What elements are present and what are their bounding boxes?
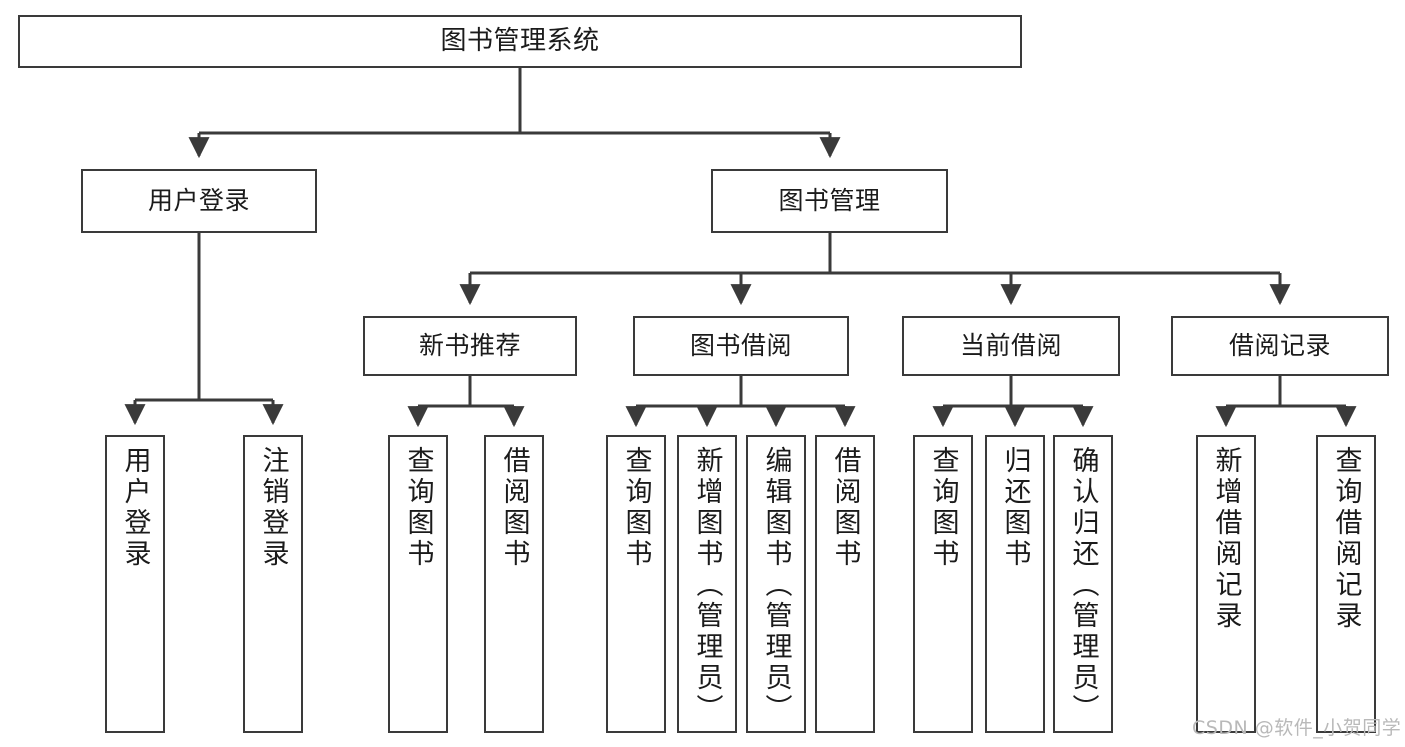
node-new-book-recommend[interactable]: 新书推荐 [363, 316, 577, 376]
leaf-query-book-1[interactable]: 查询图书 [388, 435, 448, 733]
node-borrow-record[interactable]: 借阅记录 [1171, 316, 1389, 376]
leaf-add-record-label: 新增借阅记录 [1210, 446, 1242, 632]
leaf-query-record[interactable]: 查询借阅记录 [1316, 435, 1376, 733]
leaf-add-book[interactable]: 新增图书（管理员） [677, 435, 737, 733]
leaf-add-record[interactable]: 新增借阅记录 [1196, 435, 1256, 733]
leaf-borrow-book-2-label: 借阅图书 [829, 446, 861, 570]
node-book-borrow-label: 图书借阅 [689, 331, 792, 360]
leaf-return-book[interactable]: 归还图书 [985, 435, 1045, 733]
node-new-book-recommend-label: 新书推荐 [418, 331, 521, 360]
leaf-borrow-book-1-label: 借阅图书 [498, 446, 530, 570]
leaf-query-book-1-label: 查询图书 [402, 446, 434, 570]
node-user-login[interactable]: 用户登录 [81, 169, 317, 233]
leaf-edit-book[interactable]: 编辑图书（管理员） [746, 435, 806, 733]
leaf-confirm-return-label: 确认归还（管理员） [1067, 446, 1099, 725]
leaf-return-book-label: 归还图书 [999, 446, 1031, 570]
leaf-query-book-3-label: 查询图书 [927, 446, 959, 570]
csdn-watermark: CSDN @软件_小贺同学 [1192, 717, 1402, 739]
leaf-user-login[interactable]: 用户登录 [105, 435, 165, 733]
leaf-query-book-2[interactable]: 查询图书 [606, 435, 666, 733]
node-user-login-label: 用户登录 [147, 186, 250, 215]
node-borrow-record-label: 借阅记录 [1228, 331, 1331, 360]
node-current-borrow[interactable]: 当前借阅 [902, 316, 1120, 376]
leaf-query-record-label: 查询借阅记录 [1330, 446, 1362, 632]
leaf-add-book-label: 新增图书（管理员） [691, 446, 723, 725]
leaf-query-book-2-label: 查询图书 [620, 446, 652, 570]
leaf-confirm-return[interactable]: 确认归还（管理员） [1053, 435, 1113, 733]
leaf-user-login-label: 用户登录 [119, 446, 151, 570]
node-current-borrow-label: 当前借阅 [959, 331, 1062, 360]
node-book-manage-label: 图书管理 [778, 186, 881, 215]
node-root-label: 图书管理系统 [440, 25, 600, 56]
node-book-borrow[interactable]: 图书借阅 [633, 316, 849, 376]
node-root[interactable]: 图书管理系统 [18, 15, 1022, 68]
leaf-edit-book-label: 编辑图书（管理员） [760, 446, 792, 725]
leaf-borrow-book-2[interactable]: 借阅图书 [815, 435, 875, 733]
node-book-manage[interactable]: 图书管理 [711, 169, 948, 233]
leaf-logout[interactable]: 注销登录 [243, 435, 303, 733]
leaf-logout-label: 注销登录 [257, 446, 289, 570]
leaf-borrow-book-1[interactable]: 借阅图书 [484, 435, 544, 733]
leaf-query-book-3[interactable]: 查询图书 [913, 435, 973, 733]
